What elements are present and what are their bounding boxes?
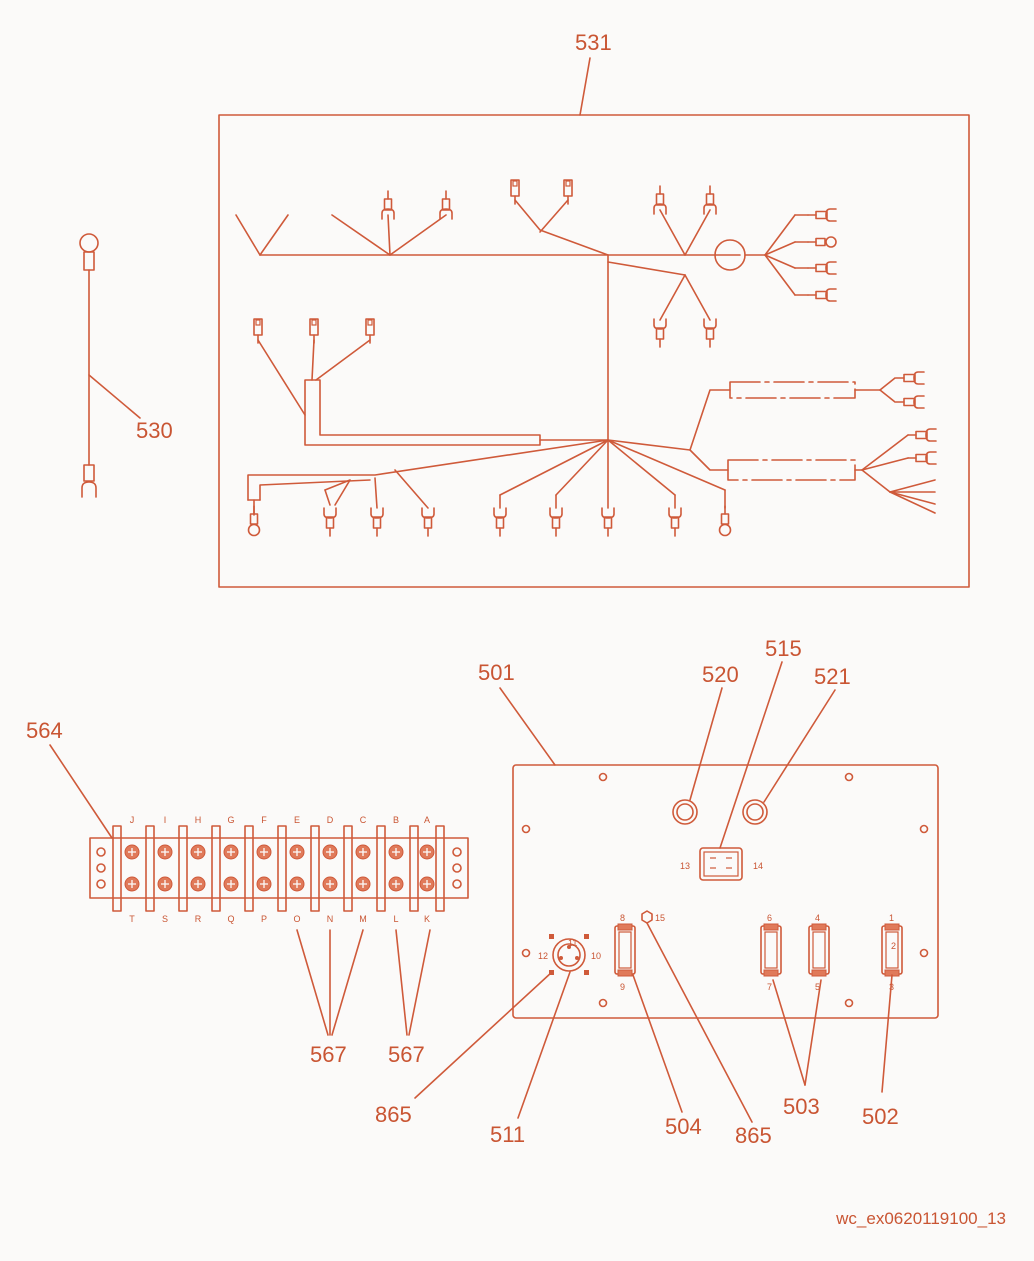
callout-503: 503	[783, 1094, 820, 1119]
callout-567-left: 567	[310, 1042, 347, 1067]
control-panel-501: 501 520 521 13 14 515 8 9	[375, 636, 939, 1148]
tb-letter-n: N	[327, 914, 334, 924]
tb-letter-h: H	[195, 815, 202, 825]
tb-letter-r: R	[195, 914, 202, 924]
callout-865-right: 865	[735, 1123, 772, 1148]
callout-567-right: 567	[388, 1042, 425, 1067]
sw503a-label-7: 7	[767, 982, 772, 992]
callout-531: 531	[575, 30, 612, 55]
tb-letter-e: E	[294, 815, 300, 825]
tb-letter-k: K	[424, 914, 430, 924]
tb-letter-f: F	[261, 815, 267, 825]
tb-letter-q: Q	[227, 914, 234, 924]
callout-865-left: 865	[375, 1102, 412, 1127]
callout-511: 511	[490, 1122, 525, 1147]
callout-502: 502	[862, 1104, 899, 1129]
sw503b-label-4: 4	[815, 913, 820, 923]
ground-cable-530: 530	[79, 233, 173, 498]
sw502-label-2: 2	[891, 941, 896, 951]
tb-letter-d: D	[327, 815, 334, 825]
terminal-block-564: 564 J I H	[26, 718, 469, 1067]
conn-label-13: 13	[680, 861, 690, 871]
tb-letter-b: B	[393, 815, 399, 825]
callout-515: 515	[765, 636, 802, 661]
socket-label-11: 11	[568, 938, 577, 948]
sw503a-label-6: 6	[767, 913, 772, 923]
callout-501: 501	[478, 660, 515, 685]
callout-530: 530	[136, 418, 173, 443]
hex-label-15: 15	[655, 913, 665, 923]
tb-letter-a: A	[424, 815, 430, 825]
conn-label-14: 14	[753, 861, 763, 871]
tb-letter-j: J	[130, 815, 135, 825]
tb-letter-s: S	[162, 914, 168, 924]
tb-letter-i: I	[164, 815, 167, 825]
tb-letter-p: P	[261, 914, 267, 924]
socket-label-10: 10	[591, 951, 601, 961]
sw504-label-8: 8	[620, 913, 625, 923]
callout-564: 564	[26, 718, 63, 743]
tb-letter-m: M	[359, 914, 367, 924]
tb-letter-o: O	[293, 914, 300, 924]
callout-521: 521	[814, 664, 851, 689]
wire-harness-531: 531	[218, 30, 970, 588]
figure-reference: wc_ex0620119100_13	[835, 1209, 1006, 1228]
tb-letter-t: T	[129, 914, 135, 924]
tb-letter-l: L	[393, 914, 398, 924]
callout-504: 504	[665, 1114, 702, 1139]
tb-letter-g: G	[227, 815, 234, 825]
sw503b-label-5: 5	[815, 982, 820, 992]
sw504-label-9: 9	[620, 982, 625, 992]
tb-letter-c: C	[360, 815, 367, 825]
callout-520: 520	[702, 662, 739, 687]
socket-label-12: 12	[538, 951, 548, 961]
sw502-label-1: 1	[889, 913, 894, 923]
